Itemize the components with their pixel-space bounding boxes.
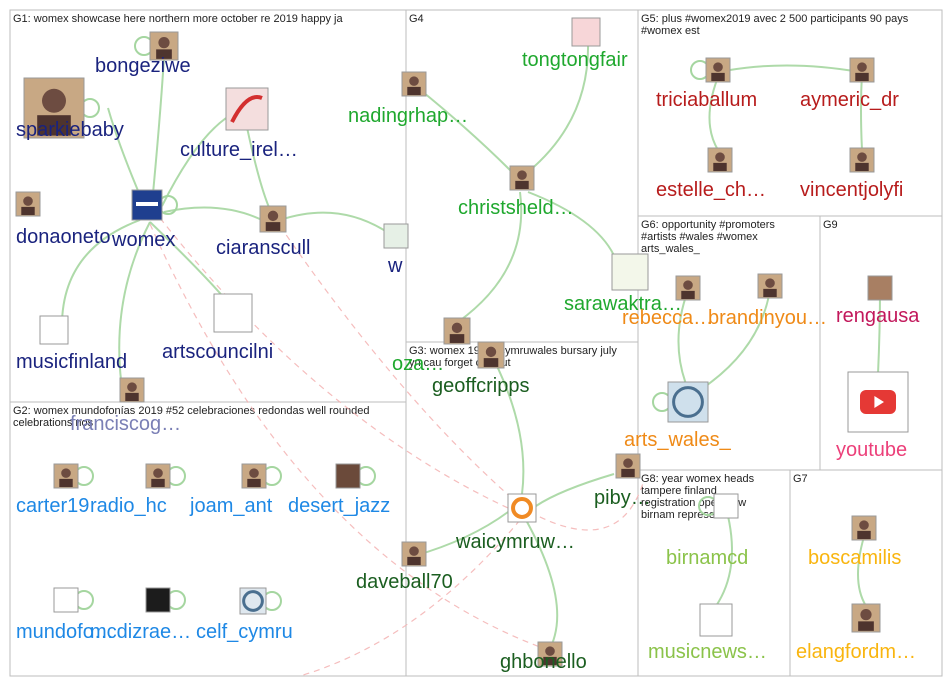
node-label: triciaballum [656, 89, 757, 111]
node-label: womex [111, 229, 175, 251]
person-photo-icon [16, 192, 40, 216]
node-label: youtube [836, 439, 907, 461]
person-photo-icon [444, 318, 470, 344]
node-label: artscouncilni [162, 341, 273, 363]
person-photo-icon [850, 148, 874, 172]
node-label: bongeziwe [95, 55, 191, 77]
group-title: G1: womex showcase here northern more oc… [13, 13, 343, 25]
node-label: boscamilis [808, 547, 901, 569]
arts-wales-logo-icon [668, 382, 708, 422]
node-label: w [387, 255, 403, 277]
node-label: sparkiebaby [16, 119, 124, 141]
node-label: radio_hc [90, 495, 167, 517]
node-label: rebecca… [622, 307, 713, 329]
node-label: donaoneto [16, 226, 111, 248]
node-label: aymeric_dr [800, 89, 899, 111]
person-photo-icon [510, 166, 534, 190]
person-photo-icon [708, 148, 732, 172]
generic-avatar-icon [384, 224, 408, 248]
scotland-logo-icon [700, 604, 732, 636]
group-photo-icon [868, 276, 892, 300]
arts-council-logo-icon [214, 294, 252, 332]
person-photo-icon [242, 464, 266, 488]
person-photo-icon [120, 378, 144, 402]
tongtong-logo-icon [572, 18, 600, 46]
birnam-logo-icon [714, 494, 738, 518]
youtube-logo-icon [848, 372, 908, 432]
person-photo-icon [402, 542, 426, 566]
node-label: musicfinland [16, 351, 127, 373]
music-finland-logo-icon [40, 316, 68, 344]
node-label: brandinyou… [708, 307, 827, 329]
person-photo-icon [146, 464, 170, 488]
node-label: piby… [594, 487, 651, 509]
person-photo-icon [676, 276, 700, 300]
person-photo-icon [402, 72, 426, 96]
person-photo-icon [852, 516, 876, 540]
wai-logo-icon [508, 494, 536, 522]
node-label: desert_jazz [288, 495, 390, 517]
node-label: birnamcd [666, 547, 748, 569]
node-label: culture_irel… [180, 139, 298, 161]
node-label: ghbonello [500, 651, 587, 673]
group-title: G4 [409, 13, 424, 25]
node-label: waicymruw… [455, 531, 575, 553]
node-label: tongtongfair [522, 49, 628, 71]
node-label: vincentjolyfi [800, 179, 903, 201]
node-label: elangfordm… [796, 641, 916, 663]
node-label: musicnews… [648, 641, 767, 663]
circle-logo-icon [240, 588, 266, 614]
person-photo-icon [260, 206, 286, 232]
person-photo-icon [758, 274, 782, 298]
person-photo-icon [616, 454, 640, 478]
person-photo-icon [706, 58, 730, 82]
node-label: christsheld… [458, 197, 574, 219]
node-label: daveball70 [356, 571, 453, 593]
node-label: rengausa [836, 305, 920, 327]
edge [861, 72, 862, 150]
person-photo-icon [850, 58, 874, 82]
node-label: oza… [392, 353, 444, 375]
node-label: ciaranscull [216, 237, 310, 259]
person-photo-icon [478, 342, 504, 368]
sarawak-logo-icon [612, 254, 648, 290]
piano-photo-icon [336, 464, 360, 488]
node-label: arts_wales_ [624, 429, 732, 451]
node-label: mcdizrae… [90, 621, 191, 643]
node-label: franciscog… [70, 413, 181, 435]
node-label: carter19 [16, 495, 89, 517]
group-title: G9 [823, 219, 838, 231]
person-photo-icon [54, 464, 78, 488]
womex-logo-icon [132, 190, 162, 220]
person-photo-icon [852, 604, 880, 632]
harp-logo-icon [226, 88, 268, 130]
group-title: G7 [793, 473, 808, 485]
node-label: joam_ant [189, 495, 273, 517]
dark-avatar-icon [146, 588, 170, 612]
node-label: nadingrhap… [348, 105, 468, 127]
music-note-logo-icon [54, 588, 78, 612]
node-label: celf_cymru [196, 621, 293, 643]
node-label: geoffcripps [432, 375, 529, 397]
node-label: estelle_ch… [656, 179, 766, 201]
